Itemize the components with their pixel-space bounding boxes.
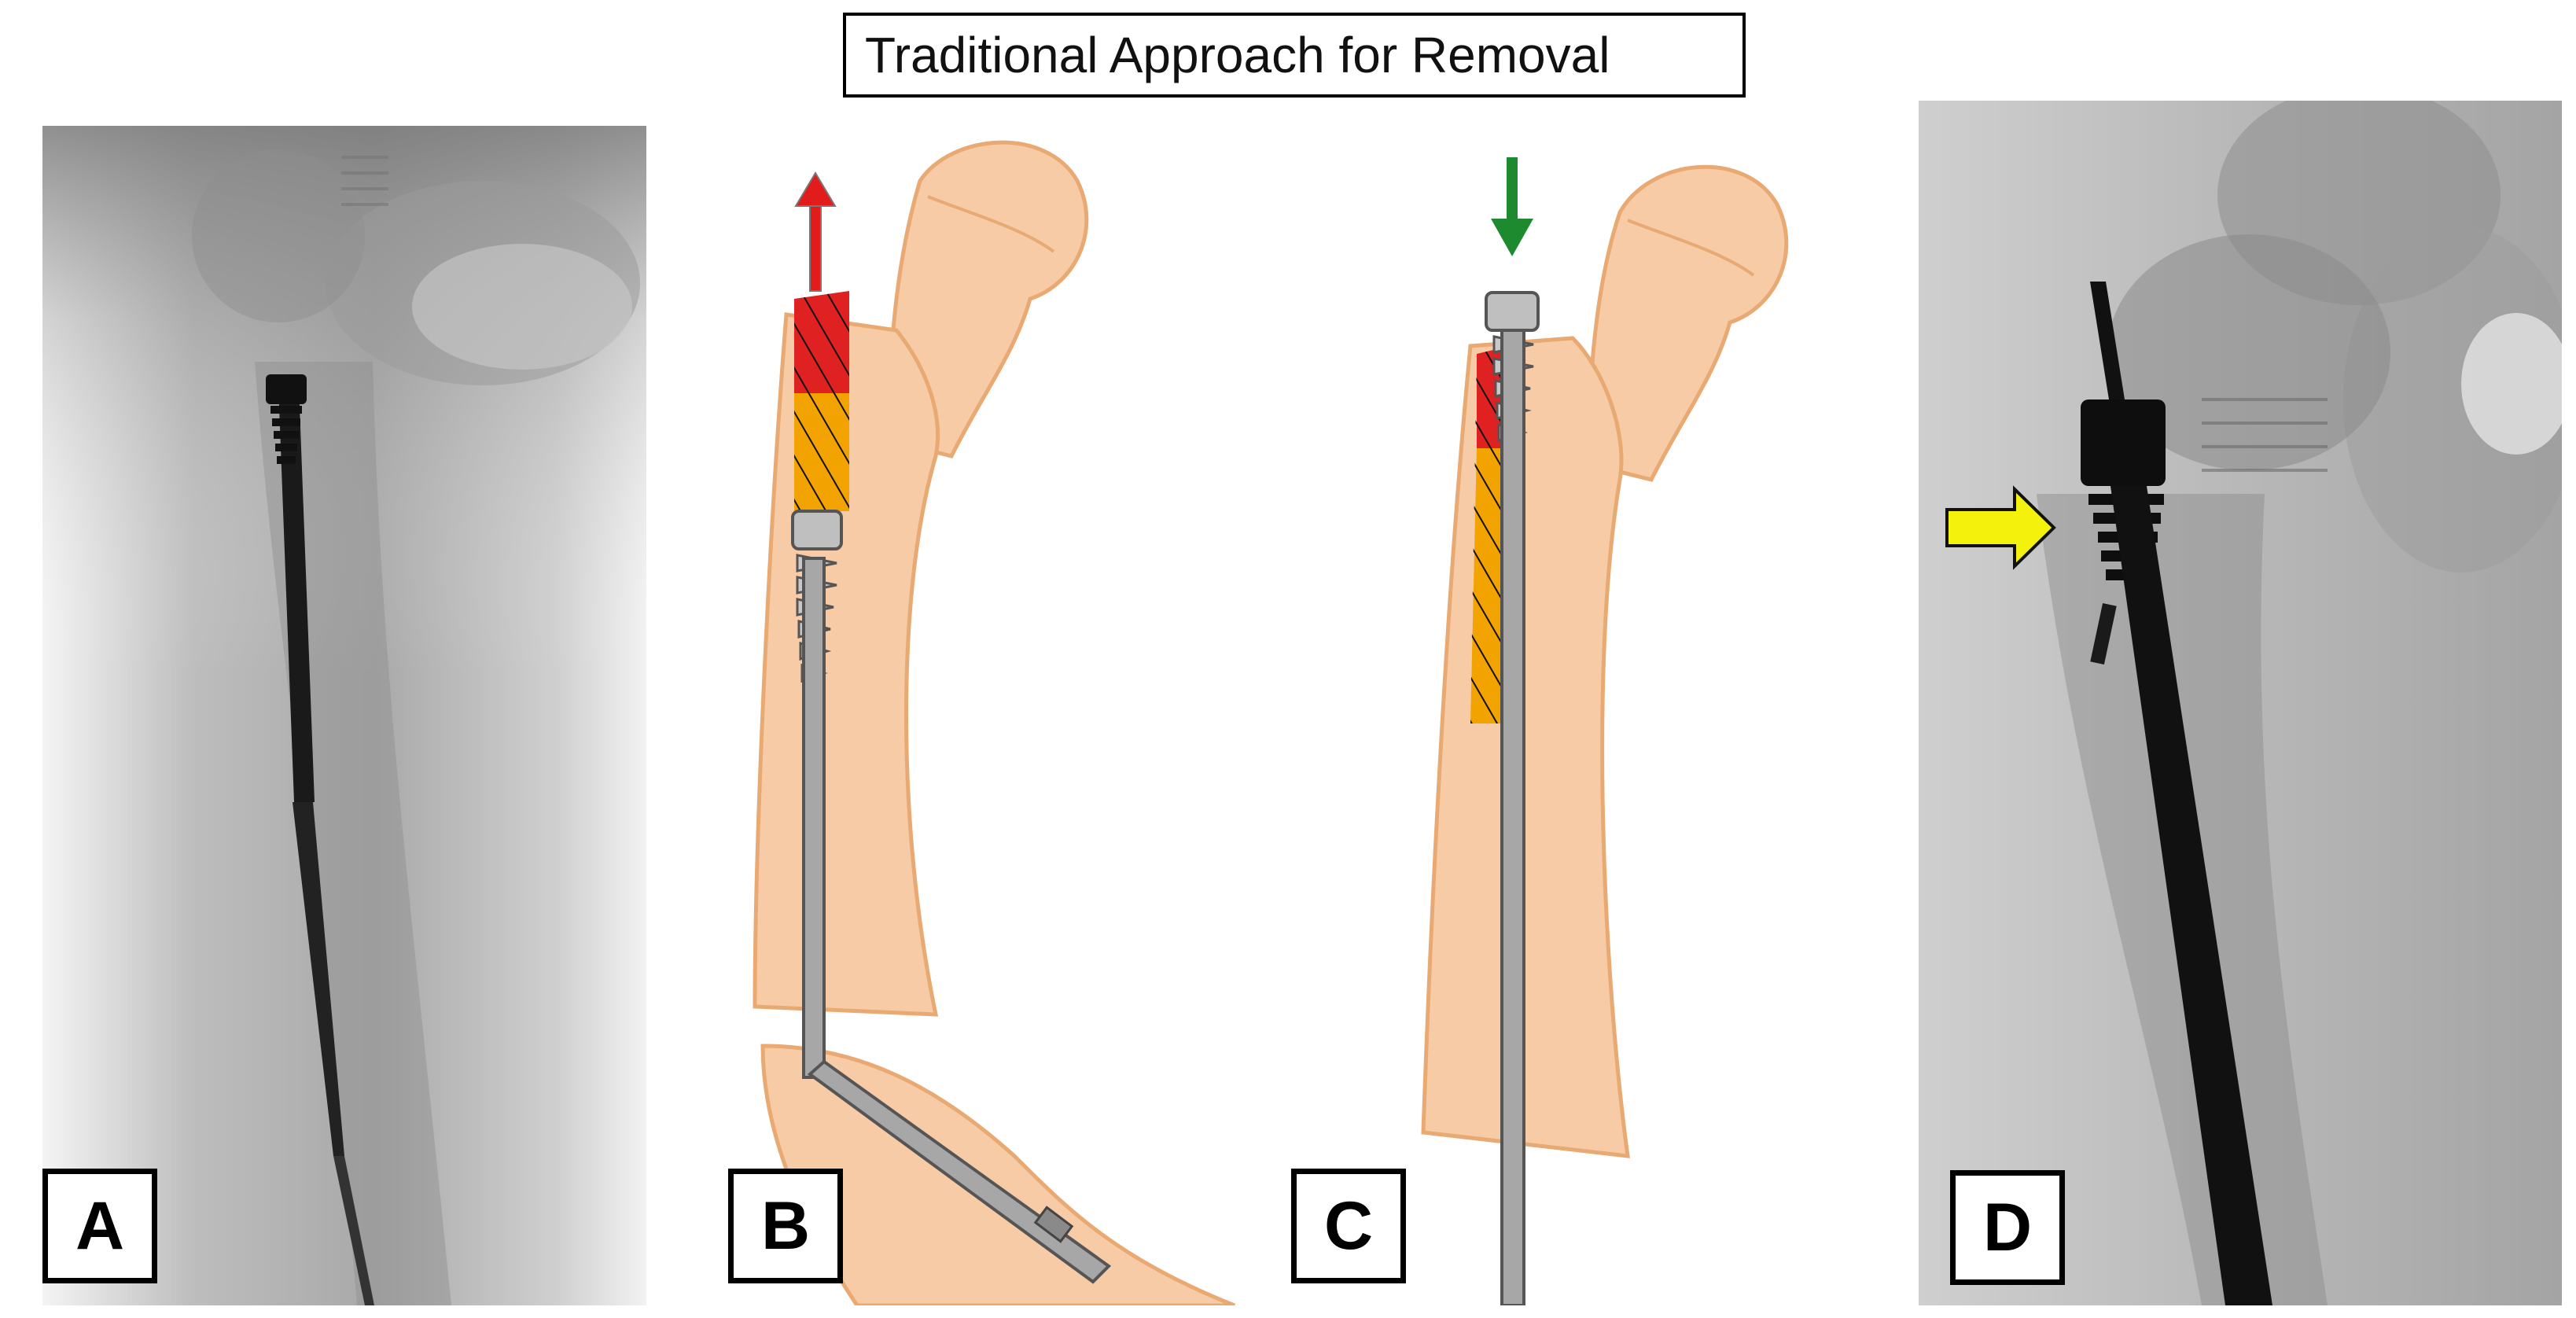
- down-arrow-icon: [1491, 157, 1533, 256]
- panel-b-label: B: [728, 1169, 843, 1283]
- panel-c-diagram: C: [1274, 118, 1840, 1305]
- panel-d-label: D: [1950, 1170, 2065, 1285]
- right-arrow-icon: [1945, 485, 2056, 570]
- figure-title: Traditional Approach for Removal: [843, 13, 1746, 98]
- up-arrow-icon: [794, 171, 837, 292]
- panel-c-label: C: [1291, 1169, 1406, 1283]
- xray-a-image: [42, 126, 646, 1305]
- panel-d-xray: D: [1919, 101, 2562, 1305]
- diagram-c-image: [1421, 157, 1789, 1305]
- diagram-b-image: [753, 140, 1235, 1305]
- panel-a-label: A: [42, 1169, 157, 1283]
- panel-b-diagram: B: [700, 118, 1266, 1305]
- xray-d-image: [1919, 101, 2562, 1305]
- panel-a-xray: A: [42, 126, 646, 1305]
